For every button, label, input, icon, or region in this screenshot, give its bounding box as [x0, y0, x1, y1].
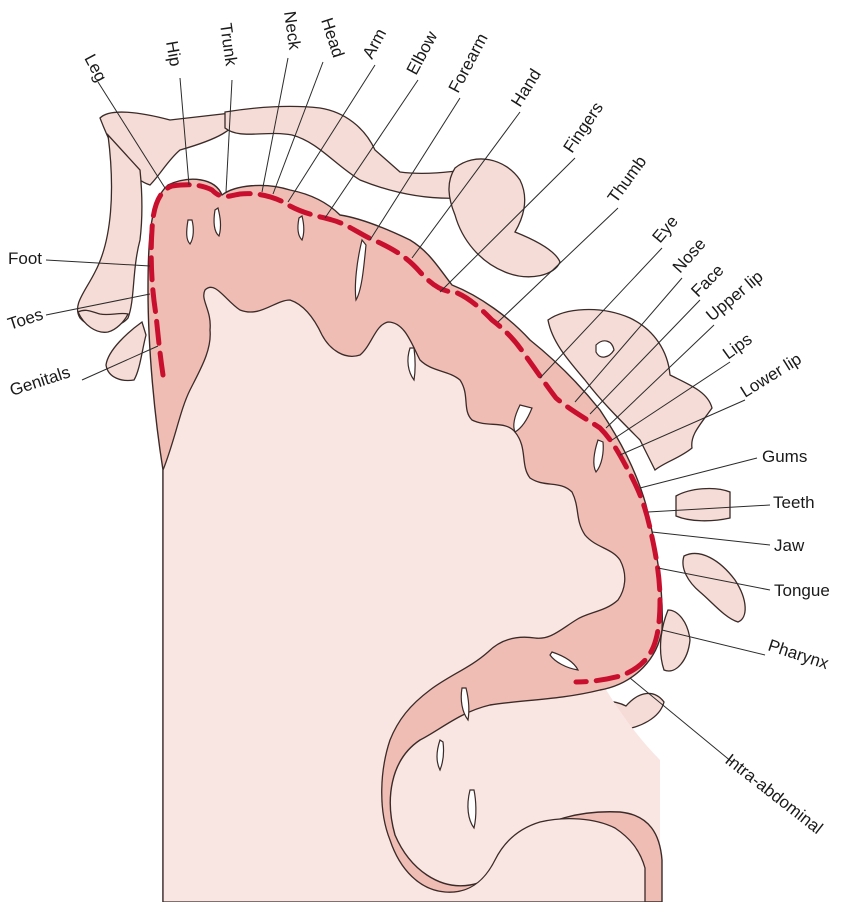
label-lower-lip: Lower lip	[737, 349, 805, 401]
label-thumb: Thumb	[604, 152, 650, 206]
brain-section	[148, 179, 662, 902]
tongue-drawing	[683, 553, 745, 622]
label-hip: Hip	[162, 39, 185, 67]
sulcus-1	[187, 220, 194, 244]
label-fingers: Fingers	[560, 99, 607, 157]
label-tongue: Tongue	[774, 581, 830, 600]
label-foot: Foot	[8, 249, 42, 268]
label-head: Head	[317, 15, 348, 60]
label-jaw: Jaw	[774, 536, 805, 555]
label-trunk: Trunk	[216, 22, 241, 68]
label-teeth: Teeth	[773, 493, 815, 512]
foot-drawing	[78, 135, 142, 328]
label-elbow: Elbow	[403, 27, 442, 77]
label-eye: Eye	[649, 212, 682, 247]
hand-drawing	[449, 159, 560, 277]
label-toes: Toes	[5, 305, 45, 334]
pharynx-drawing	[661, 610, 690, 671]
label-genitals: Genitals	[7, 362, 72, 399]
label-arm: Arm	[359, 25, 390, 61]
label-forearm: Forearm	[445, 30, 492, 96]
label-pharynx: Pharynx	[766, 636, 832, 673]
label-intra-abdominal: Intra-abdominal	[722, 750, 827, 838]
label-hand: Hand	[507, 66, 545, 111]
label-leg: Leg	[80, 51, 110, 85]
label-neck: Neck	[280, 10, 304, 51]
sulcus-3	[298, 216, 304, 240]
teeth-drawing	[676, 489, 730, 521]
leader-trunk	[226, 80, 232, 192]
leader-jaw	[652, 532, 770, 545]
label-gums: Gums	[762, 447, 807, 466]
label-lips: Lips	[719, 330, 755, 364]
